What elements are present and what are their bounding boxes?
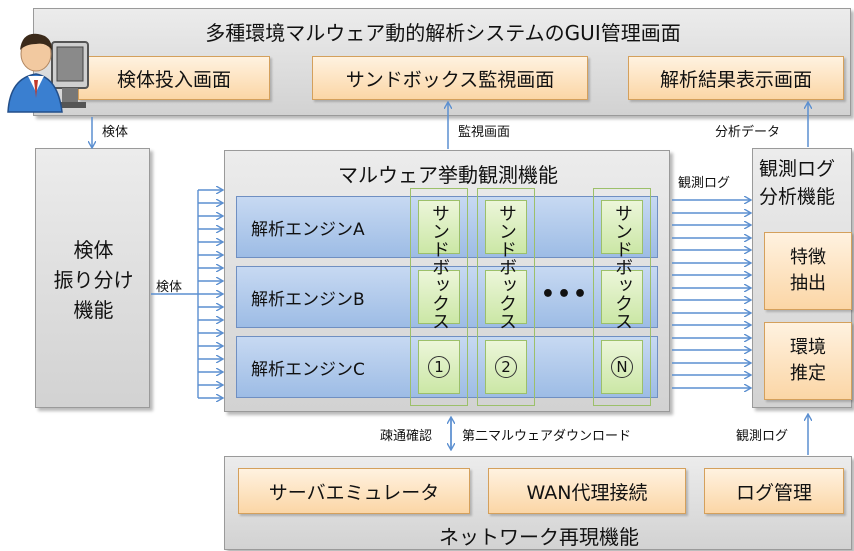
sample-distribution-panel: 検体 振り分け 機能 (35, 148, 150, 408)
arrows-log-to-analysis (672, 200, 750, 388)
log-management-box: ログ管理 (704, 468, 844, 514)
sandbox-2-top (485, 200, 527, 254)
sample-input-screen: 検体投入画面 (78, 56, 270, 100)
log-analysis-title: 観測ログ 分析機能 (759, 158, 836, 208)
sandbox-1-outline (410, 188, 468, 406)
sandbox-n-top (601, 200, 643, 254)
sandbox-2-number: 2 (485, 352, 527, 382)
server-emulator-box: サーバエミュレータ (238, 468, 470, 514)
label-observation-log-right: 観測ログ (678, 176, 731, 191)
sandbox-n-label: サンドボックス (612, 204, 633, 330)
sandbox-ellipsis: ••• (540, 282, 590, 307)
sandbox-2-outline (477, 188, 535, 406)
label-sample-to-engines: 検体 (156, 280, 183, 295)
sandbox-1-middle (418, 270, 460, 324)
environment-estimation-box: 環境 推定 (764, 322, 852, 400)
user-at-computer-icon (2, 20, 90, 116)
label-monitor-screen: 監視画面 (458, 125, 511, 140)
sandbox-n-outline (593, 188, 651, 406)
label-connectivity-check: 疎通確認 (380, 429, 433, 444)
sandbox-1-label: サンドボックス (429, 204, 450, 330)
label-sample-down: 検体 (102, 125, 129, 140)
label-second-download: 第二マルウェアダウンロード (462, 429, 632, 444)
sandbox-monitor-screen: サンドボックス監視画面 (312, 56, 588, 100)
wan-proxy-box: WAN代理接続 (488, 468, 686, 514)
network-panel-title: ネットワーク再現機能 (439, 525, 639, 549)
sandbox-2-middle (485, 270, 527, 324)
distribution-title: 検体 振り分け 機能 (53, 238, 134, 322)
sandbox-1-top (418, 200, 460, 254)
label-observation-log-bottom: 観測ログ (736, 429, 789, 444)
analysis-result-screen: 解析結果表示画面 (628, 56, 844, 100)
sandbox-2-label: サンドボックス (496, 204, 517, 330)
gui-panel-title: 多種環境マルウェア動的解析システムのGUI管理画面 (205, 21, 681, 45)
sandbox-n-middle (601, 270, 643, 324)
sandbox-1-number: 1 (418, 352, 460, 382)
feature-extraction-box: 特徴 抽出 (764, 232, 852, 310)
sandbox-n-number: N (601, 352, 643, 382)
observation-panel-title: マルウェア挙動観測機能 (338, 163, 558, 187)
label-analysis-data: 分析データ (715, 125, 781, 140)
